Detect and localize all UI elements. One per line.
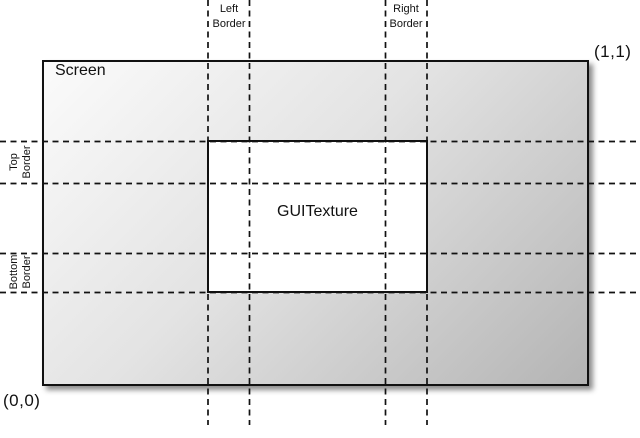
- guitexture-rect: GUITexture: [207, 140, 428, 293]
- coordinate-bottom-left-label: (0,0): [3, 391, 41, 410]
- screen-label: Screen: [55, 62, 106, 79]
- left-border-label: Left Border: [212, 3, 246, 30]
- guitexture-label: GUITexture: [277, 202, 358, 220]
- top-border-label: Top Border: [8, 145, 33, 179]
- bottom-border-label: Bottom Border: [8, 254, 33, 290]
- coordinate-top-right-label: (1,1): [594, 42, 632, 61]
- right-border-label: Right Border: [389, 3, 423, 30]
